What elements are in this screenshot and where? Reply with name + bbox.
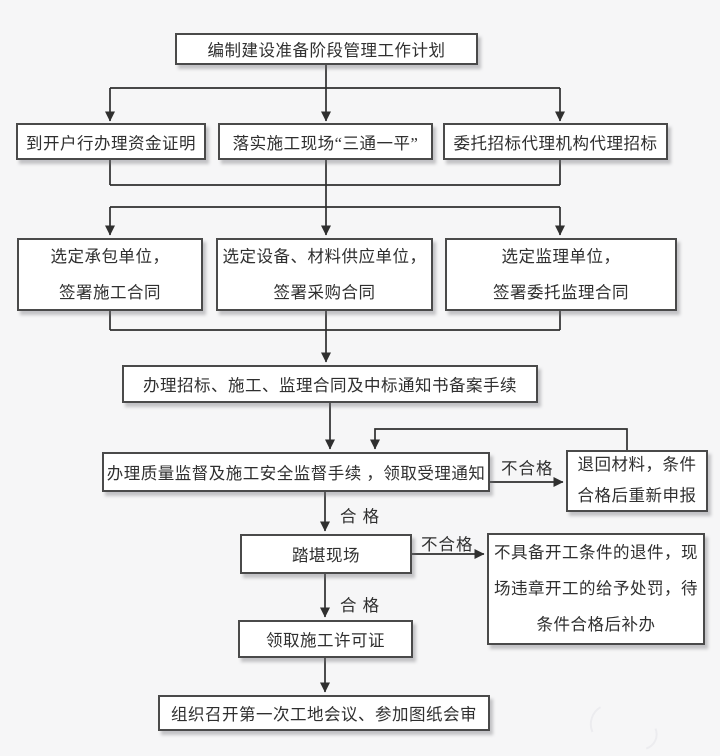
node-filing: 办理招标、施工、监理合同及中标通知书备案手续 [122,365,538,403]
node-site-label: 落实施工现场“三通一平” [232,133,419,153]
node-plan: 编制建设准备阶段管理工作计划 [175,33,478,65]
node-fund: 到开户行办理资金证明 [16,123,206,160]
label-fail-quality: 不合格 [501,459,554,478]
node-contractor-label: 选定承包单位， 签署施工合同 [50,247,170,302]
node-contractor: 选定承包单位， 签署施工合同 [17,238,203,311]
node-supplier: 选定设备、材料供应单位， 签署采购合同 [216,238,433,311]
node-quality: 办理质量监督及施工安全监督手续 ，领取受理通知 [102,452,490,492]
node-supervision: 选定监理单位， 签署委托监理合同 [445,238,677,311]
label-pass-quality: 合 格 [340,507,381,526]
edge-return-feedback [370,428,628,450]
node-site-visit-label: 踏堪现场 [292,546,360,565]
node-meeting-label: 组织召开第一次工地会议、参加图纸会审 [171,705,477,724]
node-fund-label: 到开户行办理资金证明 [26,133,196,153]
node-supervision-label: 选定监理单位， 签署委托监理合同 [493,247,629,302]
node-reject: 不具备开工条件的退件，现 场违章开工的给予处罚，待 条件合格后补办 [487,533,705,645]
watermark [584,698,666,756]
node-return-materials: 退回材料，条件 合格后重新申报 [566,450,708,512]
label-fail-site: 不合格 [421,535,474,554]
node-license-label: 领取施工许可证 [266,631,385,650]
node-site-visit: 踏堪现场 [240,534,412,574]
node-agency-label: 委托招标代理机构代理招标 [453,133,658,153]
node-filing-label: 办理招标、施工、监理合同及中标通知书备案手续 [143,376,517,395]
node-agency: 委托招标代理机构代理招标 [443,123,668,160]
node-quality-label: 办理质量监督及施工安全监督手续 ，领取受理通知 [106,464,486,483]
node-license: 领取施工许可证 [238,620,413,658]
node-site: 落实施工现场“三通一平” [218,123,433,160]
node-reject-label: 不具备开工条件的退件，现 场违章开工的给予处罚，待 条件合格后补办 [494,542,698,635]
node-plan-label: 编制建设准备阶段管理工作计划 [207,41,446,60]
label-pass-site: 合 格 [340,596,381,615]
node-meeting: 组织召开第一次工地会议、参加图纸会审 [158,695,490,731]
node-supplier-label: 选定设备、材料供应单位， 签署采购合同 [222,247,427,302]
node-return-materials-label: 退回材料，条件 合格后重新申报 [577,455,697,505]
